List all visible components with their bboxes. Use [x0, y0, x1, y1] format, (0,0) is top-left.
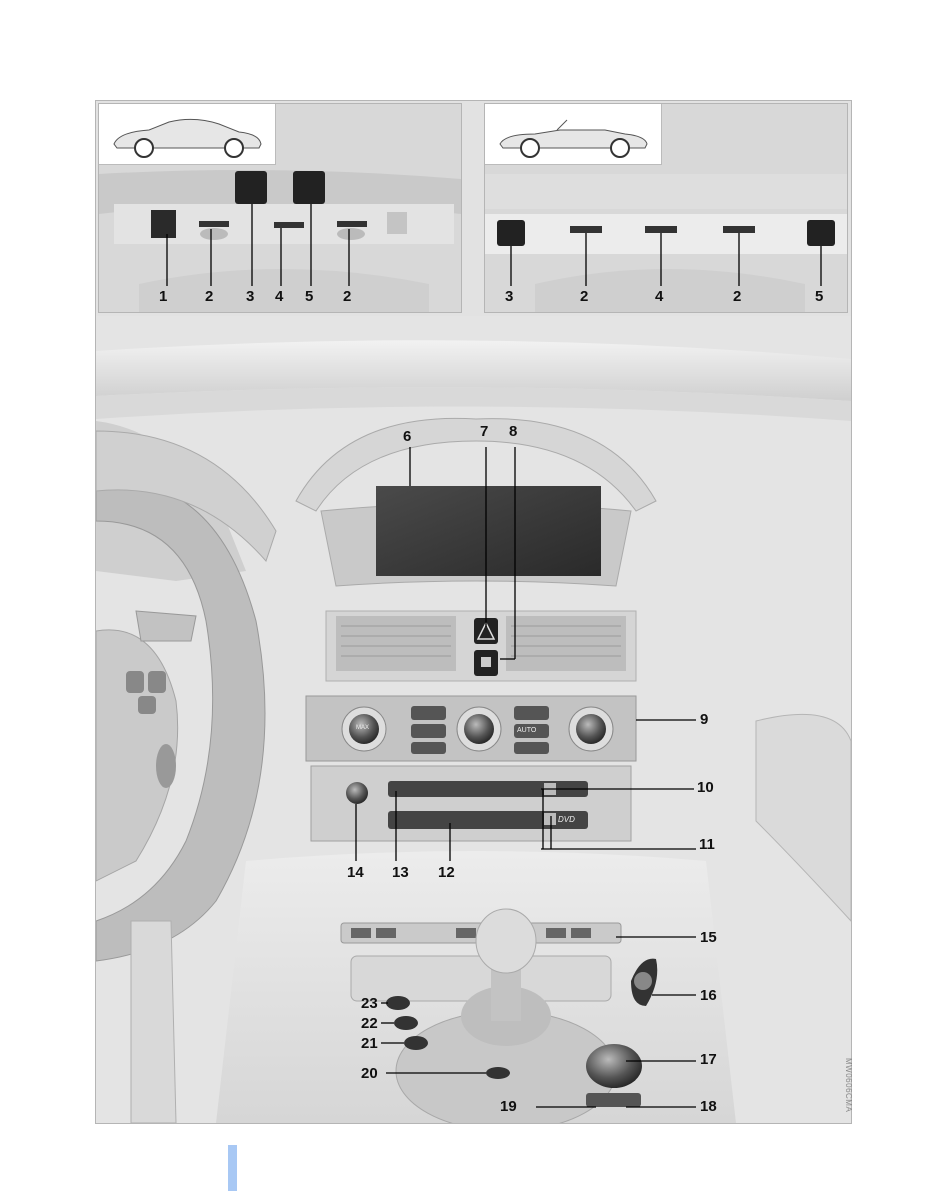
callout-6: 6 [403, 429, 411, 444]
callout-4: 4 [275, 289, 283, 304]
callout-13: 13 [392, 865, 409, 880]
callout-18: 18 [700, 1099, 717, 1114]
climate-auto-label: AUTO [517, 727, 536, 734]
callout-21: 21 [361, 1036, 378, 1051]
figure-code: MW0606CMA [844, 1058, 853, 1112]
callout-14: 14 [347, 865, 364, 880]
callout-5: 5 [305, 289, 313, 304]
callout-3-conv: 3 [505, 289, 513, 304]
callout-23: 23 [361, 996, 378, 1011]
callout-9: 9 [700, 712, 708, 727]
convertible-car-icon [485, 104, 661, 164]
coupe-thumbnail [99, 104, 276, 165]
callout-15: 15 [700, 930, 717, 945]
callout-22: 22 [361, 1016, 378, 1031]
callout-19: 19 [500, 1099, 517, 1114]
callout-20: 20 [361, 1066, 378, 1081]
max-label: MAX [356, 725, 369, 731]
callout-4-conv: 4 [655, 289, 663, 304]
page-marker [228, 1145, 237, 1191]
callout-2b-conv: 2 [733, 289, 741, 304]
callout-11: 11 [699, 837, 715, 852]
callout-10: 10 [697, 780, 714, 795]
callout-16: 16 [700, 988, 717, 1003]
callout-12: 12 [438, 865, 455, 880]
callout-5-conv: 5 [815, 289, 823, 304]
callout-2: 2 [205, 289, 213, 304]
callout-2b: 2 [343, 289, 351, 304]
illustration-frame: 1 2 3 4 5 2 [95, 100, 852, 1124]
callout-2-conv: 2 [580, 289, 588, 304]
callout-7: 7 [480, 424, 488, 439]
callout-1: 1 [159, 289, 167, 304]
convertible-thumbnail [485, 104, 662, 165]
overhead-panel-convertible: 3 2 4 2 5 [484, 103, 848, 313]
dvd-label: DVD [558, 815, 575, 824]
overhead-panel-coupe: 1 2 3 4 5 2 [98, 103, 462, 313]
callout-3: 3 [246, 289, 254, 304]
coupe-car-icon [99, 104, 275, 164]
callout-17: 17 [700, 1052, 717, 1067]
callout-8: 8 [509, 424, 517, 439]
